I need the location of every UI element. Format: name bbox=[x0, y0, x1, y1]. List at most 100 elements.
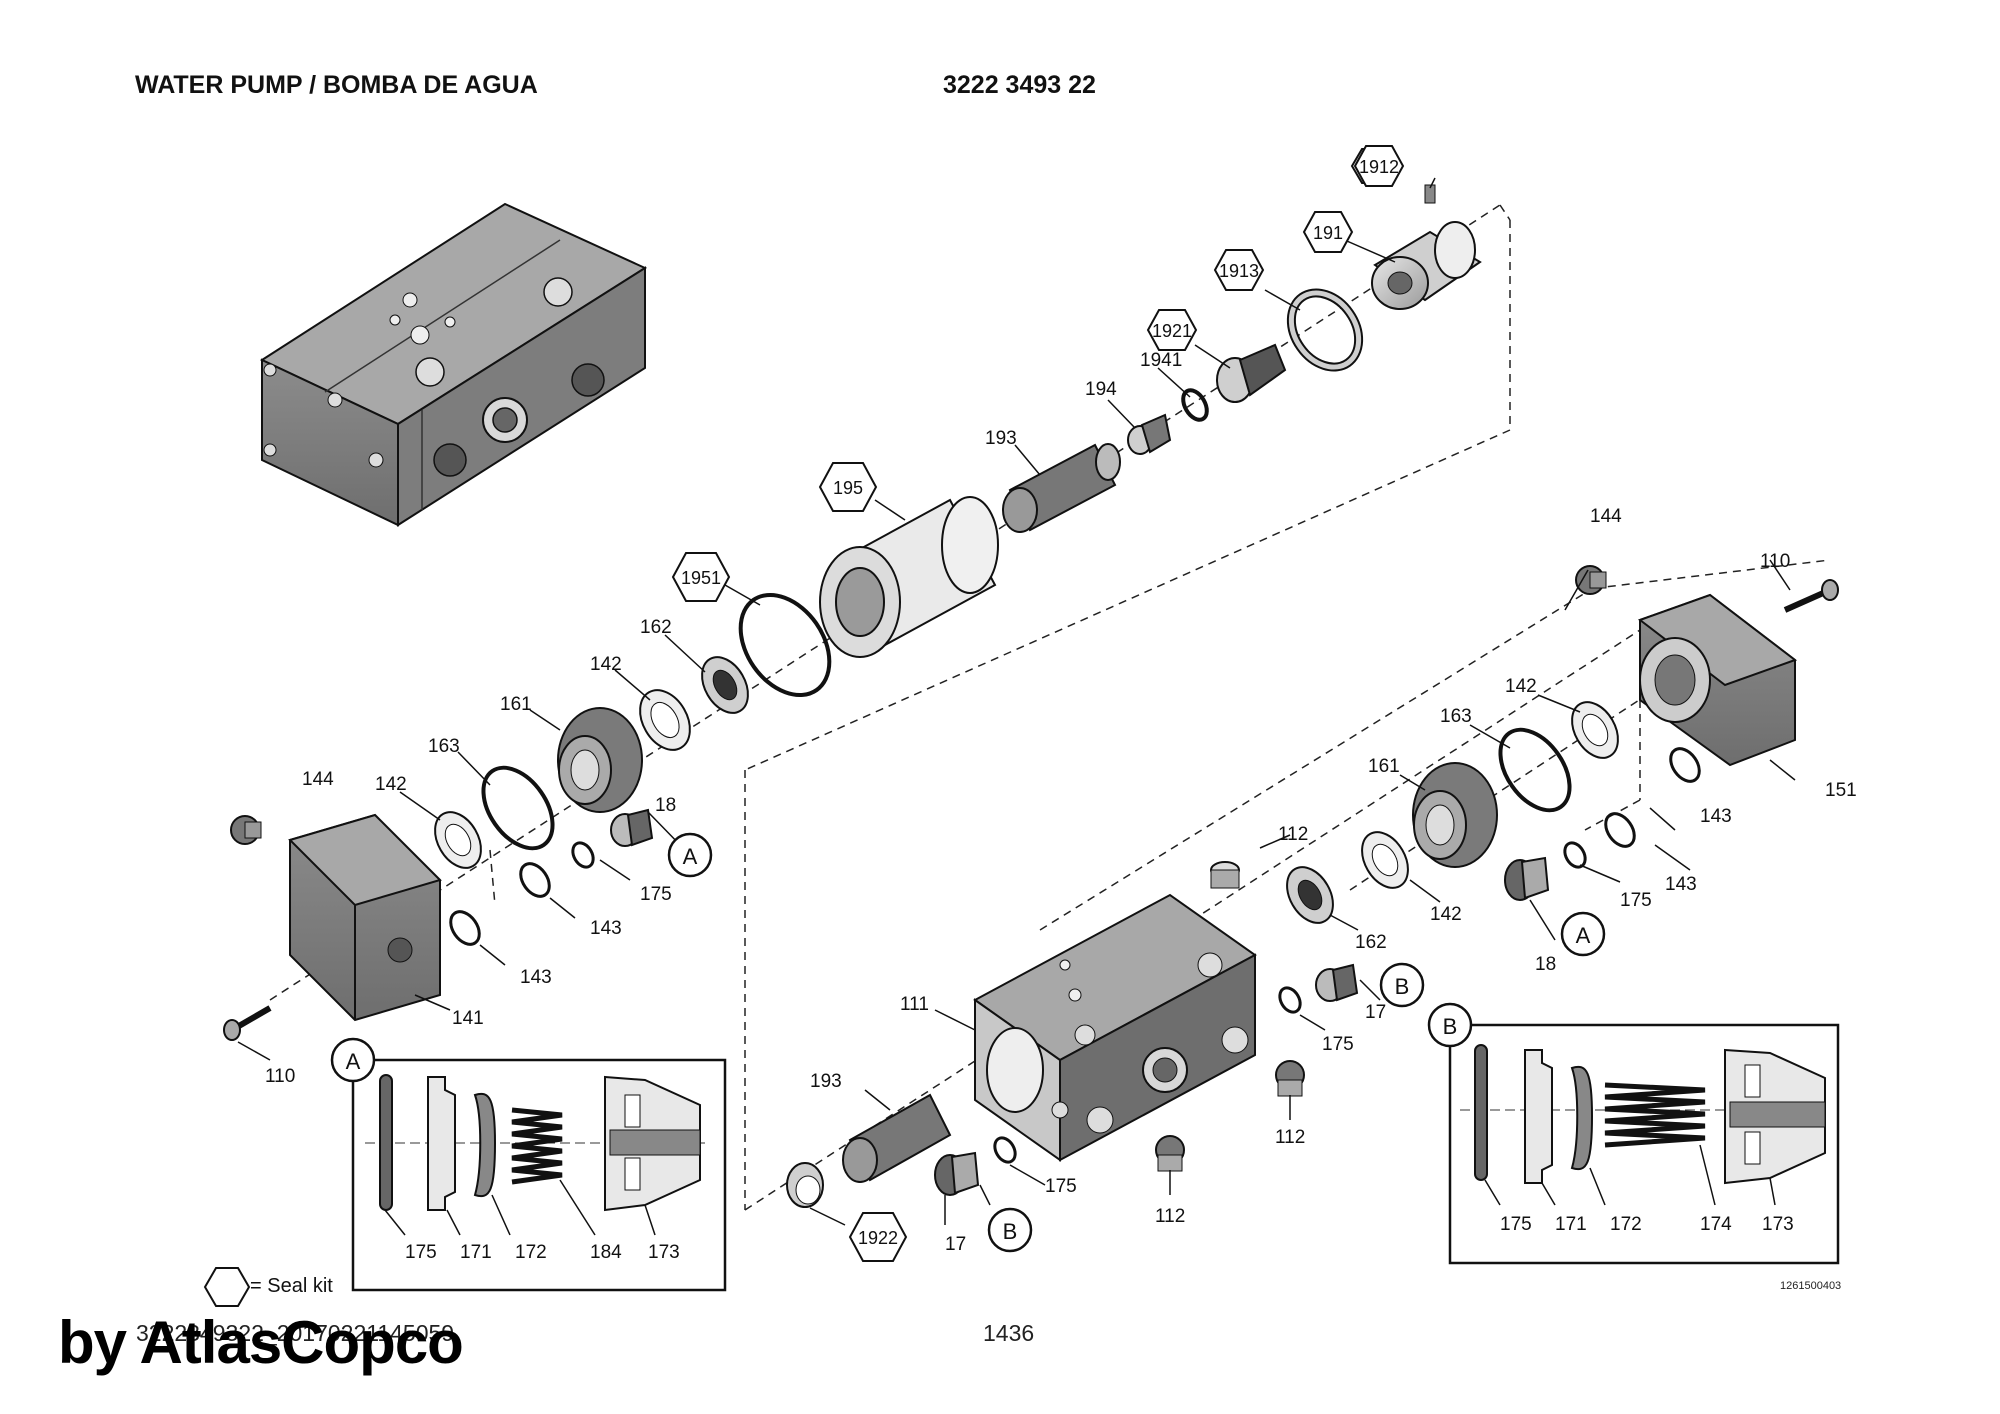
callout-17-lower: 17 bbox=[945, 1234, 966, 1255]
callout-144-right: 144 bbox=[1590, 506, 1622, 527]
sleeve-193-top bbox=[1002, 443, 1121, 533]
plug-144-right bbox=[1575, 565, 1607, 595]
end-cover-141 bbox=[288, 813, 442, 1022]
washer-142-right-lower bbox=[1361, 831, 1409, 889]
sleeve-193-bottom bbox=[842, 1093, 952, 1183]
callout-142-right-lower: 142 bbox=[1430, 904, 1462, 925]
detail-label-a: A bbox=[346, 1049, 361, 1074]
callout-151: 151 bbox=[1825, 780, 1857, 801]
ring-1913 bbox=[1286, 288, 1364, 372]
callout-184-box-a: 184 bbox=[590, 1242, 622, 1263]
cylinder-195 bbox=[819, 496, 999, 658]
seal-kit-label: = Seal kit bbox=[250, 1275, 333, 1297]
hex-callout-1922: 1922 bbox=[848, 1212, 908, 1262]
pump-housing-assembly bbox=[259, 202, 648, 527]
callout-141: 141 bbox=[452, 1008, 484, 1029]
callout-172-box-b: 172 bbox=[1610, 1214, 1642, 1235]
hex-callout-1951: 1951 bbox=[671, 552, 731, 602]
callout-1921: 1921 bbox=[1152, 321, 1192, 341]
hex-callout-1913: 1913 bbox=[1213, 249, 1265, 291]
callout-112-bottom: 112 bbox=[1155, 1206, 1185, 1227]
callout-175-mid: 175 bbox=[1322, 1034, 1354, 1055]
callout-142-left: 142 bbox=[375, 774, 407, 795]
set-screw-1912 bbox=[1424, 184, 1436, 204]
callout-143-right-upper: 143 bbox=[1700, 806, 1732, 827]
o-ring-143-left-upper bbox=[519, 862, 551, 898]
callout-175-box-a: 175 bbox=[405, 1242, 437, 1263]
callout-18-left: 18 bbox=[655, 795, 676, 816]
callout-173-box-a: 173 bbox=[648, 1242, 680, 1263]
o-ring-143-right-lower bbox=[1604, 812, 1636, 848]
detail-label-a: A bbox=[683, 844, 698, 869]
callout-143-left-upper: 143 bbox=[590, 918, 622, 939]
callout-142-right-upper: 142 bbox=[1505, 676, 1537, 697]
document-id: 3222349322_20170221145059 bbox=[136, 1320, 455, 1346]
o-ring-143-right-upper bbox=[1669, 747, 1701, 783]
hex-legend-symbol bbox=[203, 1267, 251, 1307]
callout-161-left: 161 bbox=[500, 694, 532, 715]
part-number: 3222 3493 22 bbox=[943, 71, 1096, 99]
circle-marker-a-left: A bbox=[667, 832, 713, 878]
bolt-110-left bbox=[223, 1005, 272, 1041]
callout-175-bottom: 175 bbox=[1045, 1176, 1077, 1197]
seal-1922 bbox=[786, 1162, 824, 1208]
washer-142-left-upper bbox=[639, 689, 691, 751]
callout-1922: 1922 bbox=[858, 1228, 898, 1248]
o-ring-175-left bbox=[571, 841, 595, 869]
circle-marker-b-upper: B bbox=[1379, 962, 1425, 1008]
seal-162-left bbox=[701, 656, 749, 714]
callout-194: 194 bbox=[1085, 379, 1117, 400]
o-ring-1951 bbox=[738, 592, 832, 698]
callout-162-left: 162 bbox=[640, 617, 672, 638]
valve-17-upper bbox=[1315, 963, 1359, 1002]
page-number: 1436 bbox=[983, 1320, 1035, 1346]
callout-195: 195 bbox=[833, 478, 863, 498]
seal-162-right bbox=[1286, 866, 1334, 924]
callout-111: 111 bbox=[900, 994, 929, 1015]
callout-171-box-a: 171 bbox=[460, 1242, 492, 1263]
plug-112-top bbox=[1210, 861, 1240, 889]
bushing-161-right bbox=[1412, 762, 1498, 868]
callout-174-box-b: 174 bbox=[1700, 1214, 1732, 1235]
insert-194 bbox=[1127, 413, 1172, 455]
seal-kit-legend: = Seal kit bbox=[250, 1275, 333, 1298]
o-ring-163-left bbox=[481, 765, 555, 851]
leader-lines bbox=[237, 177, 1796, 1236]
callout-163-left: 163 bbox=[428, 736, 460, 757]
pump-block-111 bbox=[973, 893, 1257, 1162]
plug-112-bottom bbox=[1155, 1135, 1185, 1172]
callout-110-right: 110 bbox=[1760, 551, 1790, 572]
callout-1913: 1913 bbox=[1219, 261, 1259, 281]
hex-callout-191: 191 bbox=[1302, 211, 1354, 253]
plug-144-left bbox=[230, 815, 262, 845]
o-ring-163-right bbox=[1498, 727, 1572, 813]
callout-110-left: 110 bbox=[265, 1066, 295, 1087]
callout-142-left-upper: 142 bbox=[590, 654, 622, 675]
o-ring-175-mid bbox=[1278, 986, 1302, 1014]
bushing-161-left bbox=[557, 707, 643, 813]
callout-191: 191 bbox=[1313, 223, 1343, 243]
circle-marker-b-lower: B bbox=[987, 1207, 1033, 1253]
detail-label-b: B bbox=[1003, 1219, 1018, 1244]
callout-193-bottom: 193 bbox=[810, 1071, 842, 1092]
callout-175-left: 175 bbox=[640, 884, 672, 905]
circle-marker-a-box: A bbox=[330, 1037, 376, 1083]
detail-label-b: B bbox=[1443, 1014, 1458, 1039]
hex-callout-1921: 1921 bbox=[1146, 309, 1198, 351]
callout-193-top: 193 bbox=[985, 428, 1017, 449]
o-ring-1941 bbox=[1181, 388, 1209, 422]
callout-175-box-b: 175 bbox=[1500, 1214, 1532, 1235]
detail-box-a bbox=[351, 1058, 727, 1292]
brand-watermark: by AtlasCopco bbox=[58, 1309, 464, 1376]
callout-171-box-b: 171 bbox=[1555, 1214, 1587, 1235]
callout-175-right: 175 bbox=[1620, 890, 1652, 911]
callout-1912: 1912 bbox=[1359, 157, 1399, 177]
callout-112-right: 112 bbox=[1275, 1127, 1305, 1148]
callout-18-right: 18 bbox=[1535, 954, 1556, 975]
washer-142-left bbox=[434, 811, 482, 869]
callout-1941: 1941 bbox=[1140, 350, 1182, 371]
valve-17-lower bbox=[934, 1151, 980, 1196]
hex-callout-1912: 1912 bbox=[1350, 145, 1405, 187]
callout-1951: 1951 bbox=[681, 568, 721, 588]
callout-17-upper: 17 bbox=[1365, 1002, 1386, 1023]
